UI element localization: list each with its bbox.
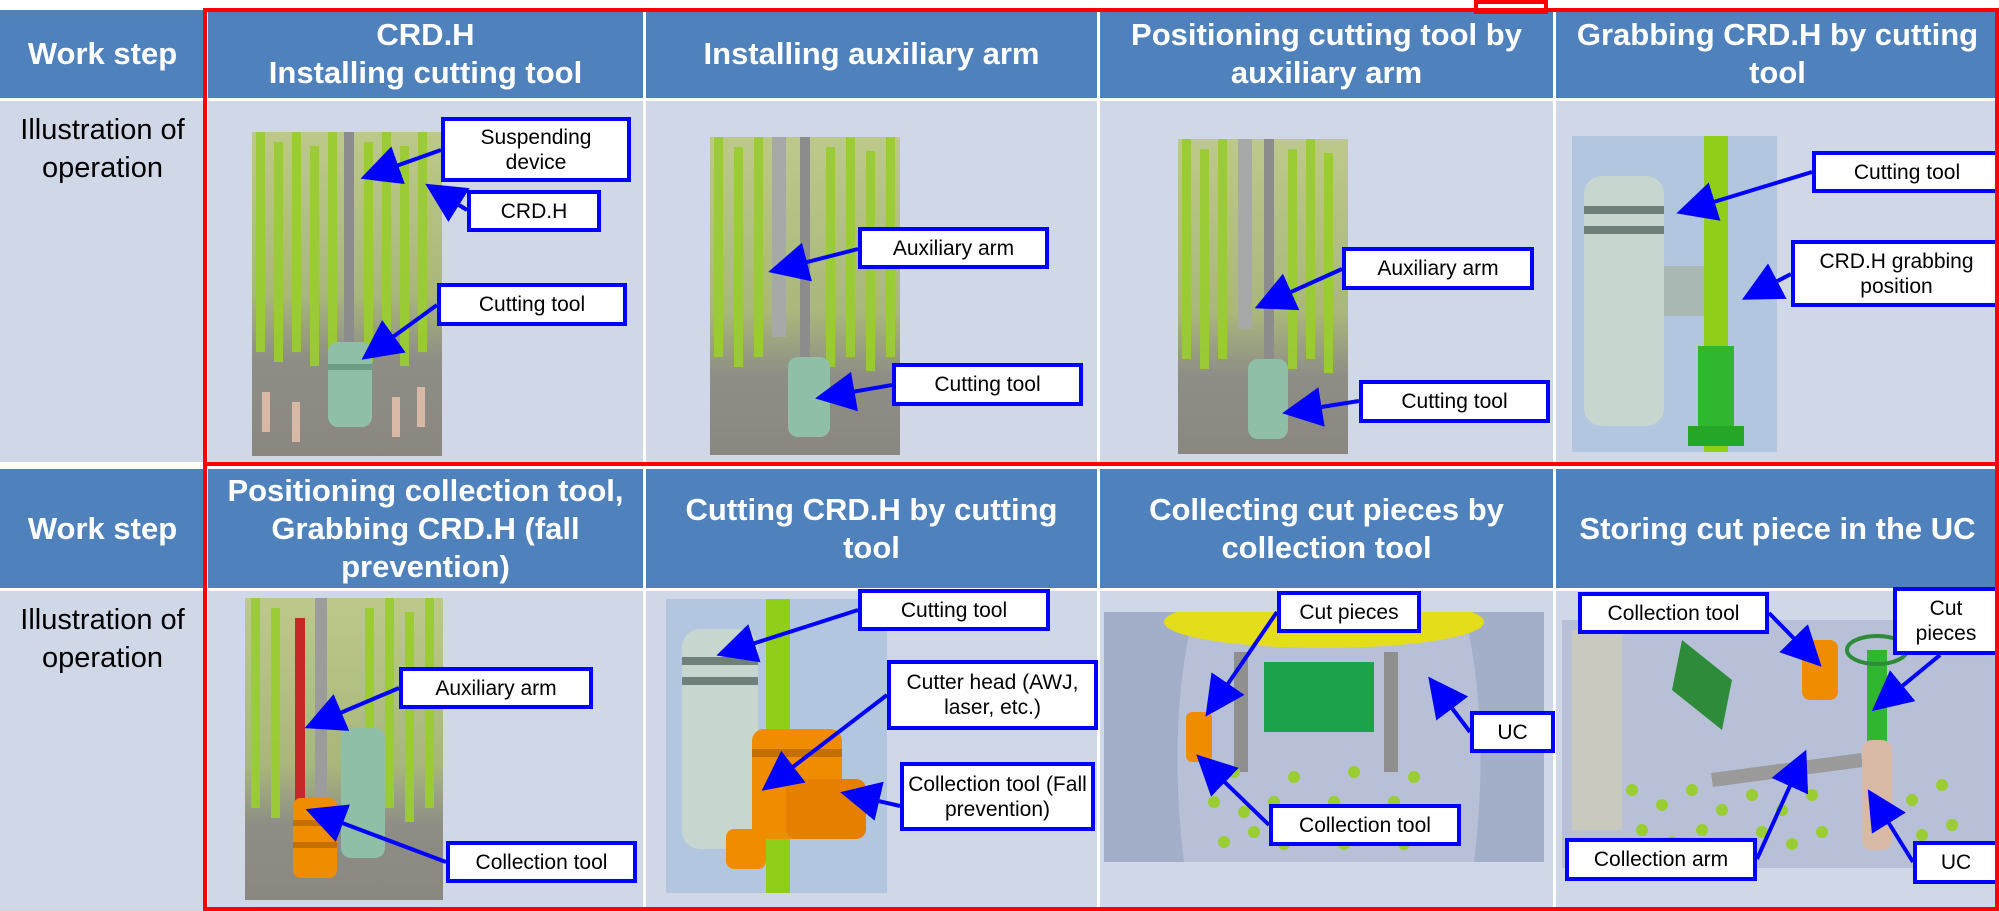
- callout-collection-arm: Collection arm: [1565, 838, 1757, 881]
- arrow-collection-tool-5: [305, 804, 447, 864]
- callout-cutting-tool-2: Cutting tool: [892, 363, 1083, 406]
- callout-collection-tool-6: Collection tool (Fall prevention): [900, 762, 1095, 831]
- callout-auxiliary-arm-2: Auxiliary arm: [858, 227, 1049, 269]
- callout-collection-tool-5: Collection tool: [446, 841, 637, 883]
- arrow-cut-pieces-7: [1205, 610, 1279, 717]
- arrow-cutting-tool-2: [815, 371, 893, 412]
- arrow-auxiliary-arm-5: [304, 686, 400, 731]
- arrow-collection-arm: [1755, 749, 1809, 860]
- arrow-cutter-head: [761, 693, 889, 791]
- callout-cutting-tool-6: Cutting tool: [858, 589, 1050, 631]
- illustration-label-2: Illustration of operation: [0, 591, 205, 911]
- arrow-cutting-tool-4: [1676, 170, 1813, 221]
- step-6-title: Cutting CRD.H by cutting tool: [646, 469, 1097, 588]
- arrow-cutting-tool-1: [361, 303, 439, 360]
- callout-cutting-tool-1: Cutting tool: [437, 283, 627, 326]
- callout-cut-pieces-7: Cut pieces: [1277, 591, 1421, 633]
- illustration-cutting-tool-install: [252, 132, 442, 456]
- arrow-cutting-tool-6: [716, 608, 859, 663]
- illustration-label-1: Illustration of operation: [0, 101, 205, 462]
- illustration-cutting-crdh: [666, 599, 887, 893]
- callout-crdh-grabbing-position: CRD.H grabbing position: [1791, 240, 1999, 307]
- step-7-title: Collecting cut pieces by collection tool: [1100, 469, 1553, 588]
- callout-cutter-head: Cutter head (AWJ, laser, etc.): [887, 660, 1098, 730]
- arrow-uc-7: [1428, 676, 1472, 734]
- callout-collection-tool-7: Collection tool: [1269, 804, 1461, 846]
- arrow-auxiliary-arm-3: [1254, 267, 1343, 311]
- callout-cutting-tool-3: Cutting tool: [1359, 380, 1550, 423]
- work-step-label-2: Work step: [0, 469, 205, 588]
- step-3-title: Positioning cutting tool by auxiliary ar…: [1100, 10, 1553, 98]
- step-1-title: CRD.H Installing cutting tool: [208, 10, 643, 98]
- arrow-crdh-grabbing-position: [1741, 263, 1792, 300]
- illustration-grabbing-crdh: [1572, 136, 1777, 452]
- step-4-title: Grabbing CRD.H by cutting tool: [1556, 10, 1999, 98]
- callout-suspending-device: Suspending device: [441, 117, 631, 182]
- callout-uc-7: UC: [1470, 711, 1555, 753]
- arrow-collection-tool-6: [840, 781, 901, 821]
- highlight-tab: [1474, 0, 1548, 14]
- work-step-label-1: Work step: [0, 10, 205, 98]
- step-5-title: Positioning collection tool, Grabbing CR…: [208, 469, 643, 588]
- callout-crdh: CRD.H: [467, 190, 601, 232]
- callout-cut-pieces-8: Cut pieces: [1893, 587, 1999, 655]
- step-2-title: Installing auxiliary arm: [646, 10, 1097, 98]
- arrow-crdh: [425, 183, 470, 222]
- step-8-title: Storing cut piece in the UC: [1556, 469, 1999, 588]
- arrow-cutting-tool-3: [1282, 387, 1360, 427]
- arrow-collection-tool-7: [1196, 754, 1271, 827]
- callout-collection-tool-8: Collection tool: [1578, 592, 1769, 634]
- callout-auxiliary-arm-5: Auxiliary arm: [399, 667, 593, 709]
- arrow-uc-8: [1867, 789, 1915, 864]
- arrow-cut-pieces-8: [1871, 653, 1942, 712]
- highlight-frame-row-2: [203, 462, 1999, 911]
- callout-cutting-tool-4: Cutting tool: [1812, 151, 1999, 193]
- highlight-frame-row-1: [203, 8, 1999, 466]
- arrow-collection-tool-8: [1767, 611, 1822, 667]
- arrow-suspending-device: [360, 146, 442, 185]
- arrow-auxiliary-arm-2: [768, 242, 859, 282]
- callout-auxiliary-arm-3: Auxiliary arm: [1342, 247, 1534, 290]
